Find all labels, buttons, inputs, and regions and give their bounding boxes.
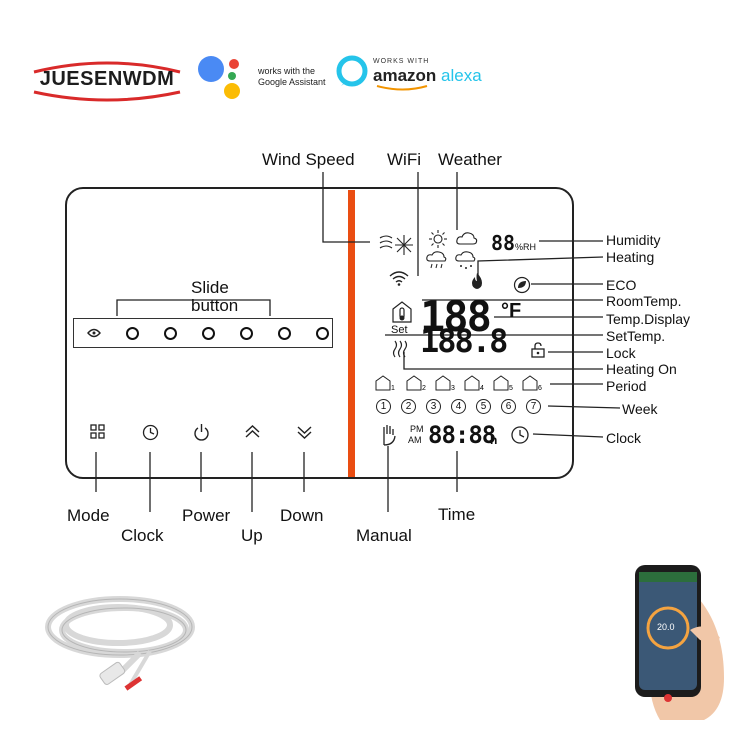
rain-icon xyxy=(426,251,447,269)
room-temp-icon xyxy=(392,301,412,323)
svg-text:5: 5 xyxy=(509,385,513,391)
wifi-icon xyxy=(389,271,409,286)
svg-text:6: 6 xyxy=(538,385,542,391)
label-clock-button: Clock xyxy=(121,526,164,545)
label-heating: Heating xyxy=(606,249,655,265)
humidity-digits: 88 xyxy=(491,231,516,255)
google-line1: works with the xyxy=(258,66,316,76)
period-3-icon: 3 xyxy=(435,375,455,391)
up-icon[interactable] xyxy=(244,425,261,439)
slide-dot-4[interactable] xyxy=(240,327,253,340)
label-down: Down xyxy=(280,506,324,525)
flame-icon xyxy=(472,273,482,289)
phone-hand-image xyxy=(635,565,724,720)
cloud-icon xyxy=(456,232,478,245)
week-day-2: 2 xyxy=(401,399,416,414)
mode-icon[interactable] xyxy=(90,424,106,440)
snow-icon xyxy=(455,251,476,269)
label-heating-on: Heating On xyxy=(606,361,677,377)
sensor-cable-image xyxy=(45,596,195,691)
am-label: AM xyxy=(408,435,422,445)
label-wind-speed: Wind Speed xyxy=(262,150,355,169)
label-weather: Weather xyxy=(438,150,502,169)
brand-name: JUESENWDM xyxy=(39,68,175,90)
svg-text:2: 2 xyxy=(422,385,426,391)
label-time: Time xyxy=(438,505,476,524)
google-assistant-text: works with the Google Assistant xyxy=(258,66,326,88)
temp-unit: °F xyxy=(501,300,522,322)
fan-icon xyxy=(87,328,101,338)
period-4-icon: 4 xyxy=(464,375,484,391)
label-button: button xyxy=(191,296,239,315)
slide-dot-2[interactable] xyxy=(164,327,177,340)
period-2-icon: 2 xyxy=(406,375,426,391)
thermostat-panel xyxy=(65,187,574,479)
label-room-temp: RoomTemp. xyxy=(606,293,682,309)
manual-hand-icon xyxy=(383,425,396,446)
brand-logo: JUESENWDM xyxy=(26,58,188,102)
alexa-wordmark: amazon alexa xyxy=(373,66,482,86)
humidity-unit: %RH xyxy=(515,242,537,252)
slide-dot-6[interactable] xyxy=(316,327,329,340)
amazon-smile-icon xyxy=(376,85,428,91)
week-day-7: 7 xyxy=(526,399,541,414)
alexa-works-with: WORKS WITH xyxy=(373,58,430,65)
label-mode: Mode xyxy=(67,506,110,525)
slide-dot-1[interactable] xyxy=(126,327,139,340)
power-icon[interactable] xyxy=(193,423,210,441)
alexa-word: alexa xyxy=(441,66,482,85)
label-temp-display: Temp.Display xyxy=(606,311,691,327)
svg-text:4: 4 xyxy=(480,385,484,391)
label-power: Power xyxy=(182,506,231,525)
amazon-word: amazon xyxy=(373,66,437,85)
eco-icon xyxy=(513,276,531,294)
period-1-icon: 1 xyxy=(375,375,395,391)
label-lock: Lock xyxy=(606,345,636,361)
time-digits: 88:88 xyxy=(428,421,496,449)
svg-text:3: 3 xyxy=(451,385,455,391)
week-day-4: 4 xyxy=(451,399,466,414)
week-day-6: 6 xyxy=(501,399,516,414)
label-up: Up xyxy=(241,526,263,545)
set-temp-digits: 188.8 xyxy=(420,322,508,360)
label-week: Week xyxy=(622,401,658,417)
label-eco: ECO xyxy=(606,277,637,293)
week-day-5: 5 xyxy=(476,399,491,414)
clock-button-icon[interactable] xyxy=(142,424,159,441)
temp-digits: 188 xyxy=(420,292,492,341)
set-label: Set xyxy=(391,324,408,336)
label-period: Period xyxy=(606,378,647,394)
wind-speed-icon xyxy=(379,235,413,255)
time-unit: h xyxy=(490,433,498,447)
down-icon[interactable] xyxy=(296,425,313,439)
svg-text:1: 1 xyxy=(391,385,395,391)
label-slide: Slide xyxy=(191,278,229,297)
google-line2: Google Assistant xyxy=(258,77,326,87)
pm-label: PM xyxy=(410,424,424,434)
week-day-3: 3 xyxy=(426,399,441,414)
label-clock: Clock xyxy=(606,430,642,446)
clock-lcd-icon xyxy=(511,426,529,444)
period-5-icon: 5 xyxy=(493,375,513,391)
label-humidity: Humidity xyxy=(606,232,661,248)
panel-divider xyxy=(348,190,355,477)
label-wifi: WiFi xyxy=(387,150,421,169)
period-6-icon: 6 xyxy=(522,375,542,391)
heating-on-icon xyxy=(392,340,408,358)
lock-icon xyxy=(531,342,545,358)
phone-temp: 20.0 xyxy=(657,622,675,632)
slide-dot-3[interactable] xyxy=(202,327,215,340)
week-day-1: 1 xyxy=(376,399,391,414)
logo-swoosh-icon xyxy=(33,61,181,102)
label-manual: Manual xyxy=(356,526,412,545)
alexa-icon xyxy=(336,55,368,87)
slide-button-bar[interactable] xyxy=(73,318,333,348)
label-set-temp: SetTemp. xyxy=(606,328,666,344)
google-assistant-icon xyxy=(198,56,240,99)
slide-dot-5[interactable] xyxy=(278,327,291,340)
sun-icon xyxy=(429,230,447,248)
